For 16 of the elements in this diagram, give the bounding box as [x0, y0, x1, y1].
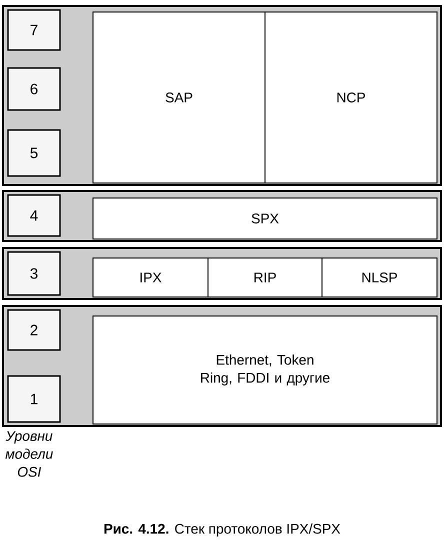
protocol-box: IPX [92, 258, 208, 298]
level-number-box: 3 [7, 251, 61, 296]
level-number-box: 7 [7, 9, 61, 51]
protocol-box: SPX [92, 198, 438, 240]
protocol-box: RIP [208, 258, 322, 298]
side-label: Уровни модели OSI [5, 431, 53, 477]
level-number-box: 2 [7, 309, 61, 351]
level-number-box: 6 [7, 67, 61, 111]
protocol-box: NCP [264, 12, 438, 184]
protocol-box: NLSP [322, 258, 438, 298]
level-number-box: 1 [7, 375, 61, 423]
level-number-box: 4 [7, 194, 61, 237]
protocol-box: Ethernet, Token Ring, FDDI и другие [92, 316, 438, 424]
protocol-box: SAP [92, 12, 266, 184]
level-number-box: 5 [7, 129, 61, 177]
caption: Рис. 4.12. Стек протоколов IPX/SPX [104, 524, 340, 536]
